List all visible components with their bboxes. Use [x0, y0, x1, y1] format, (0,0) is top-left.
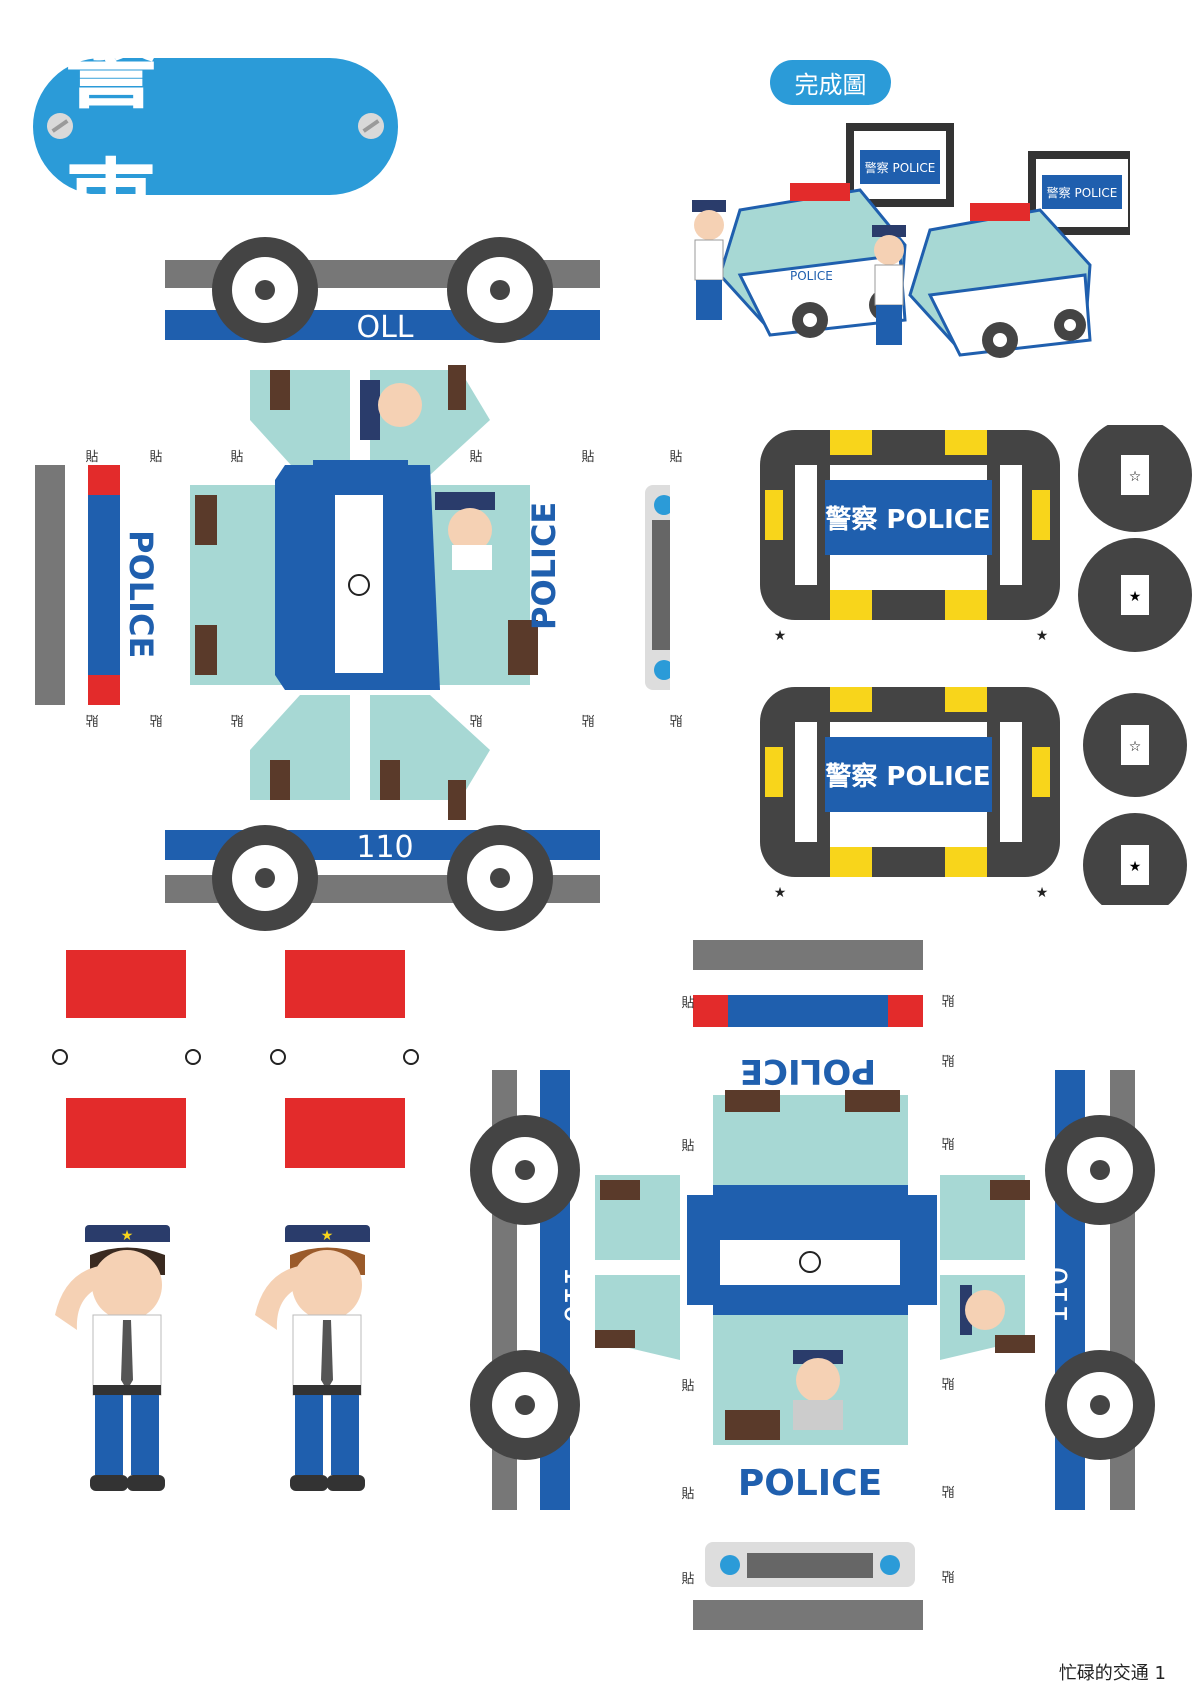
- svg-text:★: ★: [121, 1228, 134, 1244]
- officer-icon: ★: [55, 1225, 170, 1491]
- driver-icon: [435, 492, 495, 570]
- page-footer: 忙碌的交通 1: [1058, 1663, 1166, 1684]
- screw-icon: [47, 113, 73, 139]
- svg-text:★: ★: [1129, 859, 1142, 875]
- screw-icon: [358, 113, 384, 139]
- svg-text:☆: ☆: [1129, 469, 1142, 485]
- officer-icon: [692, 200, 726, 320]
- siren-light: [285, 950, 405, 1018]
- paste-label: 貼: [681, 996, 695, 1011]
- siren-light: [285, 1098, 405, 1168]
- svg-text:警察 POLICE: 警察 POLICE: [825, 761, 990, 792]
- completed-badge: 完成圖: [770, 60, 891, 105]
- paste-label: 貼: [581, 450, 595, 465]
- paste-label: 貼: [941, 1568, 955, 1583]
- paste-label: 貼: [941, 1135, 955, 1150]
- svg-text:110: 110: [356, 830, 413, 865]
- svg-text:OLL: OLL: [356, 310, 413, 345]
- paste-label: 貼: [681, 1572, 695, 1587]
- svg-text:POLICE: POLICE: [738, 1463, 882, 1504]
- paste-label: 貼: [581, 712, 595, 727]
- completed-illustration: 警察 POLICE 警察 POLICE POLICE: [692, 123, 1130, 358]
- driver-icon: [360, 380, 422, 440]
- siren-parts: [52, 950, 419, 1168]
- officer-icon: ★: [255, 1225, 370, 1491]
- driver-icon: [793, 1350, 843, 1430]
- paste-label: 貼: [469, 712, 483, 727]
- paste-label: 貼: [941, 1052, 955, 1067]
- svg-text:警察 POLICE: 警察 POLICE: [825, 504, 990, 535]
- paste-label: 貼: [681, 1487, 695, 1502]
- svg-text:★: ★: [774, 885, 787, 901]
- paste-label: 貼: [230, 712, 244, 727]
- officer-cutouts: ★ ★: [55, 1225, 370, 1491]
- page-title: 警 車: [63, 9, 213, 261]
- paste-label: 貼: [941, 1375, 955, 1390]
- title-banner: 警 車: [33, 9, 398, 261]
- svg-text:POLICE: POLICE: [122, 530, 160, 658]
- barricade-parts: 警察 POLICE ★ ★ 警察 POLICE ★ ★ ☆ ★ ☆ ★: [760, 425, 1192, 905]
- paste-label: 貼: [941, 992, 955, 1007]
- svg-text:☆: ☆: [1129, 739, 1142, 755]
- officer-icon: [872, 225, 906, 345]
- svg-text:POLICE: POLICE: [740, 1051, 876, 1091]
- barricade-icon: 警察 POLICE 警察 POLICE: [846, 123, 1130, 235]
- svg-text:110: 110: [1040, 1266, 1075, 1323]
- svg-text:★: ★: [774, 628, 787, 644]
- car-net-bottom: POLICE 110 110 POLICE: [470, 940, 1155, 1630]
- paste-label: 貼: [230, 450, 244, 465]
- paste-label: 貼: [681, 1139, 695, 1154]
- siren-light: [66, 950, 186, 1018]
- siren-light: [66, 1098, 186, 1168]
- paste-label: 貼: [681, 1379, 695, 1394]
- svg-text:POLICE: POLICE: [790, 269, 833, 283]
- paste-label: 貼: [149, 712, 163, 727]
- svg-text:★: ★: [1036, 628, 1049, 644]
- svg-text:110: 110: [557, 1266, 592, 1323]
- svg-text:★: ★: [1036, 885, 1049, 901]
- car-net-top: OLL POLICE POLICE 110: [35, 237, 670, 931]
- svg-text:POLICE: POLICE: [525, 502, 563, 630]
- svg-text:警察 POLICE: 警察 POLICE: [1047, 185, 1118, 200]
- paste-label: 貼: [669, 450, 683, 465]
- paste-label: 貼: [85, 450, 99, 465]
- svg-text:★: ★: [321, 1228, 334, 1244]
- paste-label: 貼: [941, 1483, 955, 1498]
- driver-icon: [960, 1285, 1005, 1335]
- svg-text:警察 POLICE: 警察 POLICE: [865, 160, 936, 175]
- svg-text:★: ★: [1129, 589, 1142, 605]
- paste-label: 貼: [149, 450, 163, 465]
- paste-label: 貼: [85, 712, 99, 727]
- police-car-icon: [908, 203, 1092, 358]
- paste-label: 貼: [469, 450, 483, 465]
- paste-label: 貼: [669, 712, 683, 727]
